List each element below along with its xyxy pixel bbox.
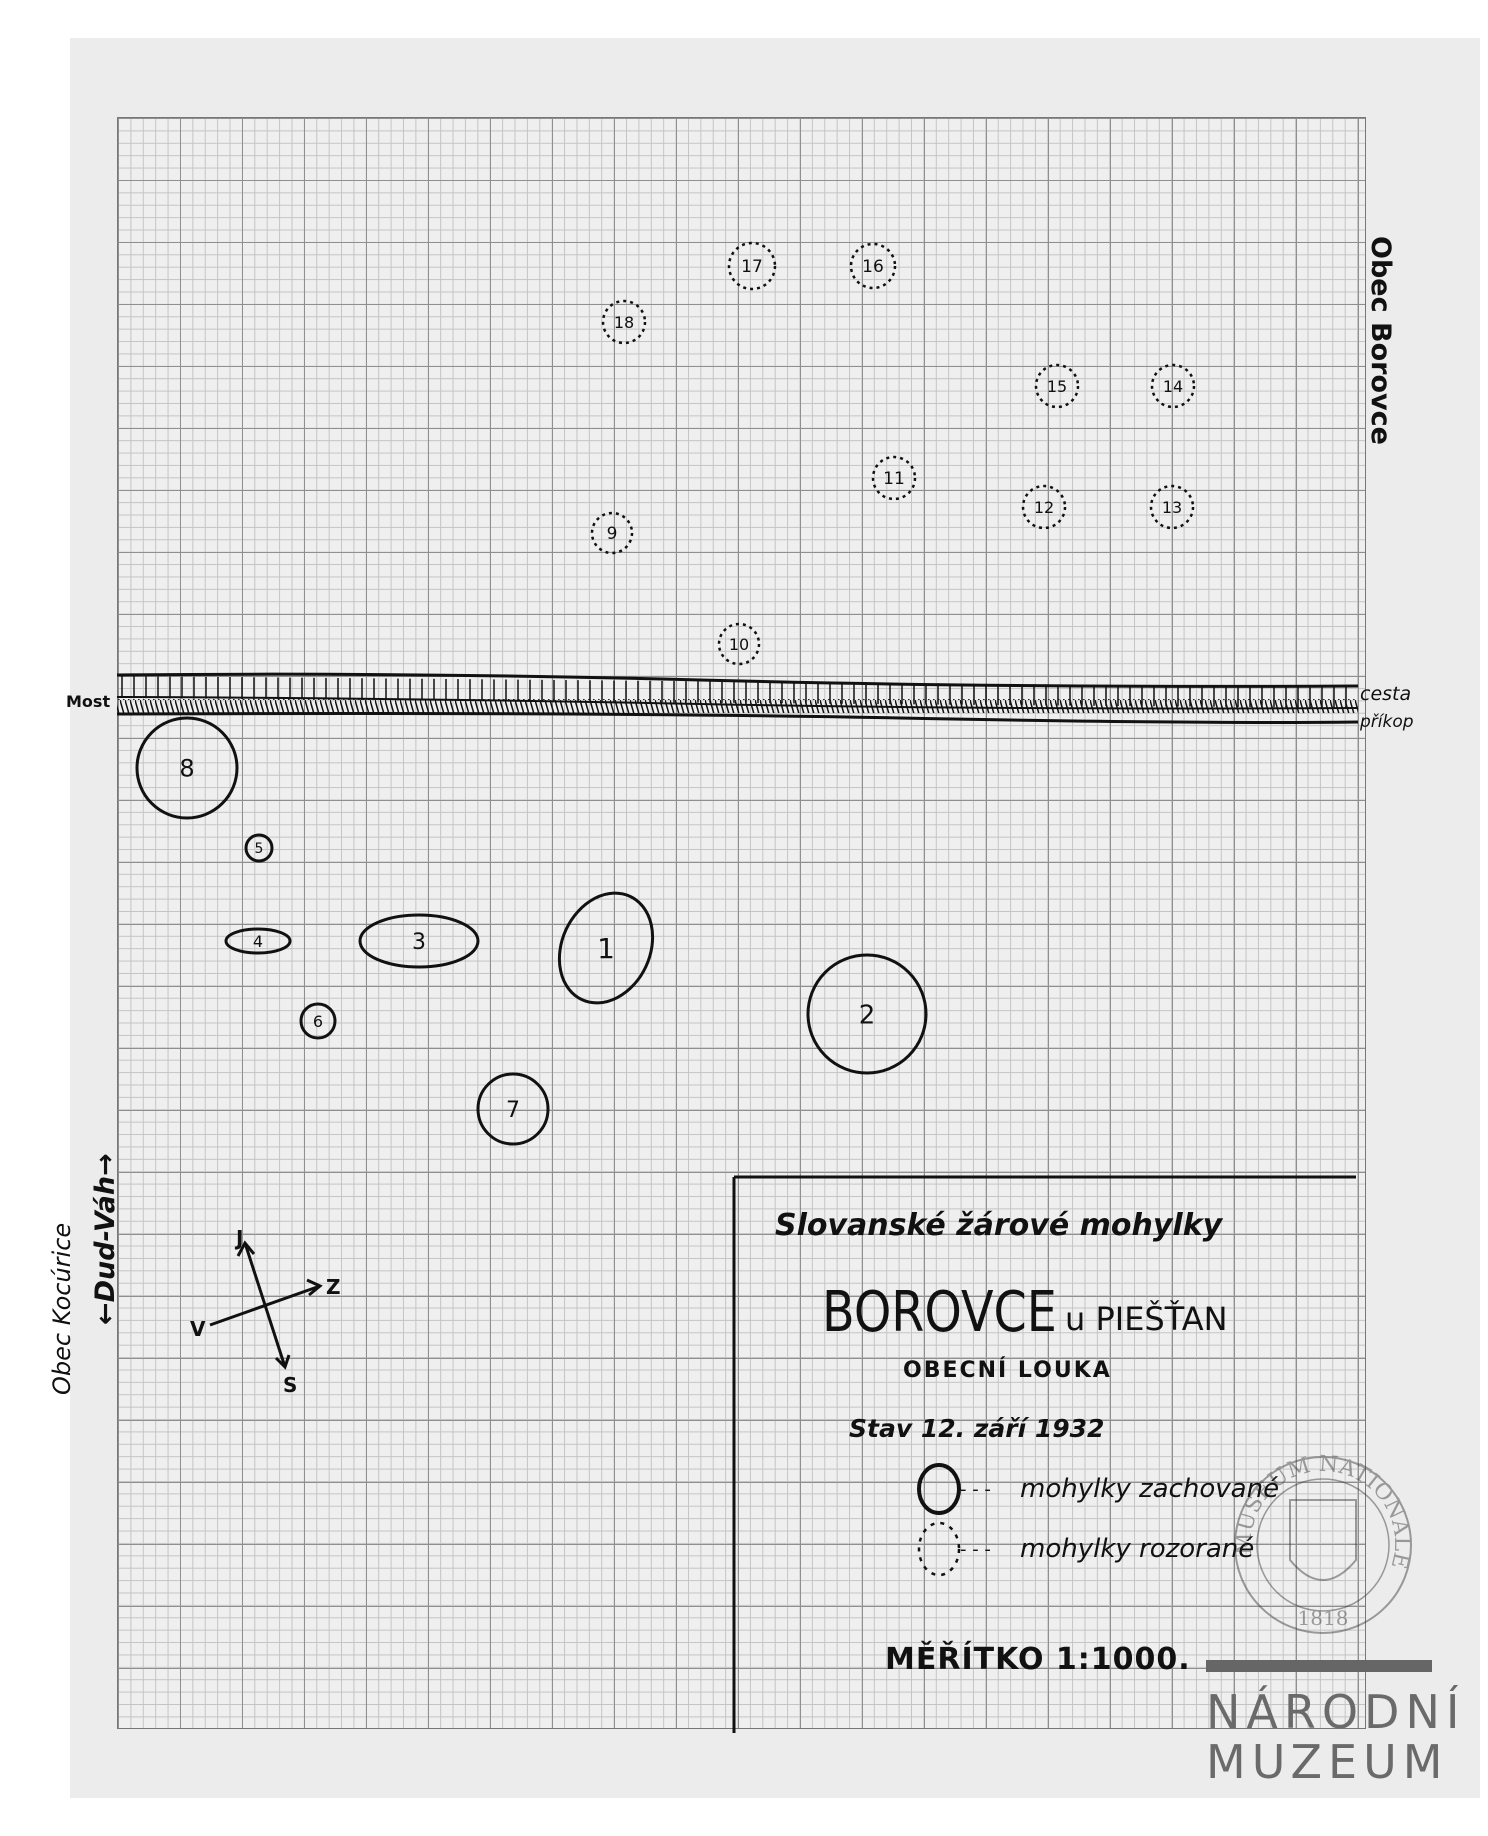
ploughed-mound-outline xyxy=(601,299,647,345)
mound-number: 11 xyxy=(883,469,905,489)
mound-number: 4 xyxy=(253,932,263,951)
mound-10: 10 xyxy=(717,622,761,666)
svg-text:MUSEUM NATIONALE: MUSEUM NATIONALE xyxy=(1232,1452,1414,1571)
ploughed-mound-outline xyxy=(1034,363,1080,409)
stamp-year: 1818 xyxy=(1298,1606,1349,1630)
preserved-mound-outline xyxy=(476,1072,550,1146)
preserved-mound-outline xyxy=(299,1002,337,1040)
left-border-outer-label: Obec Kocúrice xyxy=(48,1222,76,1395)
mound-13: 13 xyxy=(1149,484,1195,530)
stamp-text: MUSEUM NATIONALE xyxy=(1232,1452,1414,1571)
ploughed-mound-outline xyxy=(727,241,777,291)
mound-6: 6 xyxy=(299,1002,337,1040)
compass-east: Z xyxy=(326,1275,341,1299)
legend-scale: MĚŘÍTKO 1:1000. xyxy=(885,1642,1191,1677)
preserved-mound-outline xyxy=(358,913,480,969)
compass-north: J xyxy=(234,1226,243,1250)
legend-subtitle: Slovanské žárové mohylky xyxy=(775,1208,1223,1243)
mound-14: 14 xyxy=(1150,363,1196,409)
mound-5: 5 xyxy=(244,833,274,863)
mound-number: 10 xyxy=(729,635,749,654)
legend-title: BOROVCE xyxy=(822,1280,1057,1345)
legend-date: Stav 12. září 1932 xyxy=(849,1414,1105,1443)
legend-preserved-symbol xyxy=(917,1463,961,1515)
mound-number: 14 xyxy=(1163,377,1183,396)
legend-preserved-label: mohylky zachované xyxy=(1020,1474,1280,1504)
mound-number: 2 xyxy=(859,1000,876,1030)
svg-text:- - -: - - - xyxy=(960,1479,991,1500)
ploughed-mound-outline xyxy=(849,242,897,290)
mound-7: 7 xyxy=(476,1072,550,1146)
bridge-label: Most xyxy=(66,692,110,711)
graph-paper-grid xyxy=(117,117,1366,1729)
preserved-mound-outline xyxy=(557,891,655,1005)
compass-rose xyxy=(209,1240,323,1370)
legend-place: OBECNÍ LOUKA xyxy=(903,1358,1112,1383)
mound-2: 2 xyxy=(806,953,928,1075)
mound-4: 4 xyxy=(224,927,292,955)
legend-ploughed-label: mohylky rozorané xyxy=(1020,1534,1255,1564)
ploughed-mound-outline xyxy=(1150,363,1196,409)
mound-number: 16 xyxy=(862,257,884,277)
mound-number: 9 xyxy=(607,524,618,544)
right-border-label: Obec Borovce xyxy=(1365,236,1396,445)
mound-8: 8 xyxy=(135,716,239,820)
preserved-mound-outline xyxy=(224,927,292,955)
mound-18: 18 xyxy=(601,299,647,345)
ploughed-mound-outline xyxy=(871,455,917,501)
ditch-label: příkop xyxy=(1359,712,1414,732)
watermark-line2: MUZEUM xyxy=(1206,1735,1449,1789)
preserved-mound-outline xyxy=(135,716,239,820)
legend-frame xyxy=(732,1175,1356,1733)
legend-ploughed-symbol xyxy=(917,1521,961,1577)
watermark-line1: NÁRODNÍ xyxy=(1206,1685,1466,1739)
mound-number: 6 xyxy=(313,1012,323,1031)
mound-number: 3 xyxy=(412,930,426,955)
preserved-mound-outline xyxy=(806,953,928,1075)
left-border-inner-label: ←Dud-Váh→ xyxy=(90,1153,121,1325)
mound-number: 15 xyxy=(1047,377,1067,396)
ploughed-mound-outline xyxy=(1021,484,1067,530)
mound-15: 15 xyxy=(1034,363,1080,409)
watermark-bar xyxy=(1206,1660,1432,1672)
mound-11: 11 xyxy=(871,455,917,501)
mound-17: 17 xyxy=(727,241,777,291)
mound-number: 18 xyxy=(614,313,634,332)
mound-1: 1 xyxy=(557,891,655,1005)
ploughed-mound-outline xyxy=(590,511,634,555)
compass-west: V xyxy=(190,1317,206,1341)
preserved-mound-outline xyxy=(244,833,274,863)
svg-text:- - -: - - - xyxy=(960,1539,991,1560)
mound-number: 8 xyxy=(179,755,194,783)
ditch-prikop xyxy=(116,699,1359,724)
mound-12: 12 xyxy=(1021,484,1067,530)
ploughed-mound-outline xyxy=(717,622,761,666)
mound-number: 12 xyxy=(1034,498,1054,517)
compass-south: S xyxy=(283,1373,297,1397)
mound-number: 5 xyxy=(255,841,264,857)
mound-9: 9 xyxy=(590,511,634,555)
ploughed-mound-outline xyxy=(1149,484,1195,530)
mound-3: 3 xyxy=(358,913,480,969)
legend-title-suffix: u PIEŠŤAN xyxy=(1065,1300,1228,1338)
mound-number: 1 xyxy=(597,932,615,965)
mound-16: 16 xyxy=(849,242,897,290)
road-label: cesta xyxy=(1360,683,1411,705)
mound-number: 17 xyxy=(741,257,763,277)
mound-number: 13 xyxy=(1162,498,1182,517)
mound-number: 7 xyxy=(506,1098,520,1123)
